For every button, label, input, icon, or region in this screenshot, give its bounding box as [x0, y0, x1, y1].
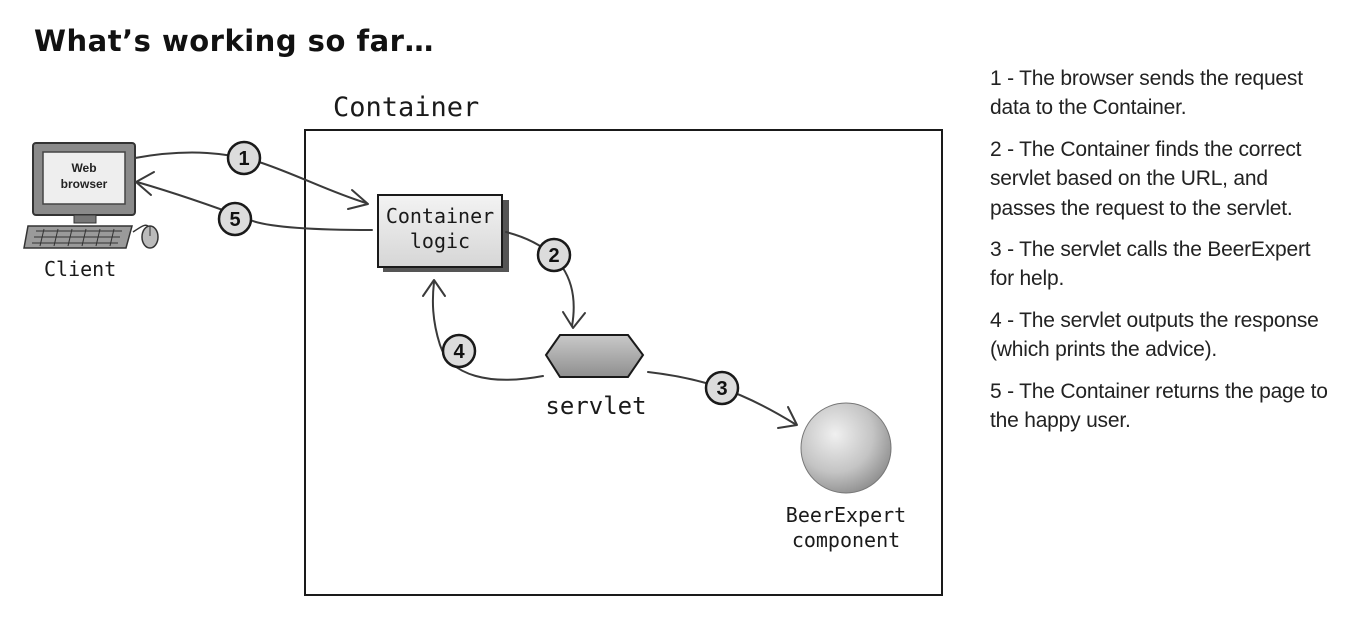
arrowhead-2	[562, 311, 586, 329]
step-description: 4 - The servlet outputs the response (wh…	[990, 308, 1319, 362]
arrow-4	[431, 281, 544, 381]
step-description: 5 - The Container returns the page to th…	[990, 379, 1328, 432]
step-badge: 2	[536, 237, 572, 273]
step-description: 3 - The servlet calls the BeerExpert for…	[990, 237, 1311, 291]
container-label: Container	[333, 92, 479, 123]
step-badge: 5	[217, 201, 253, 237]
step-badge: 3	[704, 370, 740, 406]
step-descriptions: 1 - The browser sends the request data t…	[990, 64, 1330, 447]
servlet-label: servlet	[545, 392, 646, 420]
arrowhead-4	[422, 279, 446, 297]
web-browser-screen-label: browser	[61, 177, 108, 191]
arrowhead-5	[135, 171, 155, 196]
beer-expert-label: component	[792, 528, 900, 552]
web-browser-screen-label: Web	[71, 161, 96, 175]
svg-text:2: 2	[548, 245, 559, 267]
step-description: 1 - The browser sends the request data t…	[990, 67, 1303, 120]
beer-expert-label: BeerExpert	[786, 503, 906, 527]
arrow-5	[136, 181, 373, 231]
arrowhead-3	[777, 406, 798, 429]
step-description: 2 - The Container finds the correct serv…	[990, 137, 1302, 220]
arrow-1	[134, 151, 367, 204]
client-label: Client	[44, 257, 116, 281]
container-logic-box	[377, 194, 503, 268]
arrowhead-1	[347, 189, 369, 210]
beer-expert-sphere-icon	[800, 402, 892, 494]
svg-text:5: 5	[229, 209, 240, 231]
page-heading: What’s working so far…	[34, 24, 434, 58]
container-logic-label: logic	[410, 229, 470, 253]
servlet-hexagon-icon	[544, 334, 645, 378]
client-computer-icon	[23, 142, 159, 249]
svg-text:1: 1	[238, 148, 249, 170]
step-badge: 1	[226, 140, 262, 176]
step-badge: 4	[441, 333, 477, 369]
container-box	[304, 129, 943, 596]
svg-text:3: 3	[716, 378, 727, 400]
container-logic-label: Container	[386, 204, 494, 228]
svg-text:4: 4	[453, 341, 465, 363]
